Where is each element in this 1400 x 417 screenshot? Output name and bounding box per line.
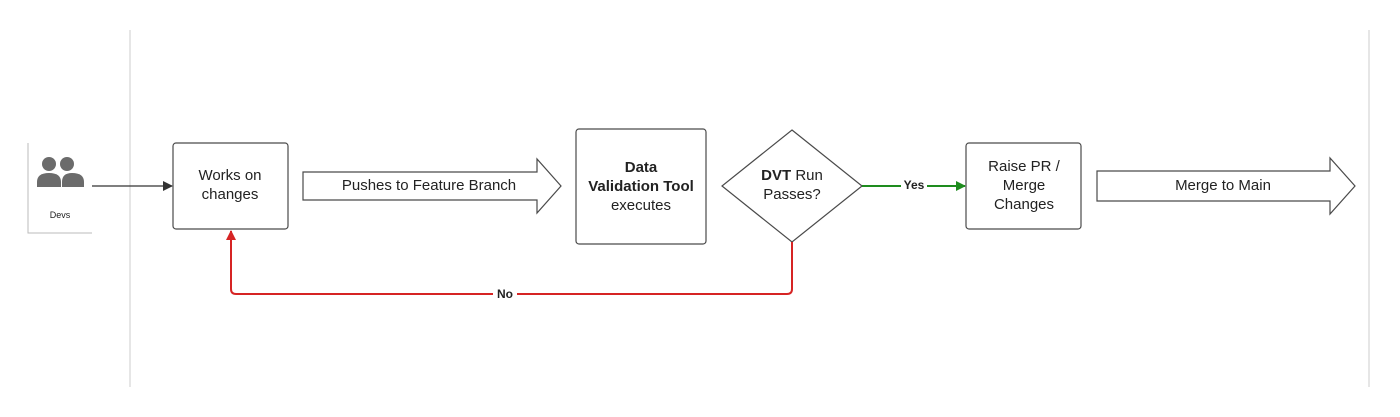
raise-pr-line1: Raise PR / — [988, 158, 1061, 175]
merge-to-main-arrow: Merge to Main — [1096, 156, 1356, 216]
users-icon — [37, 157, 84, 187]
actor-card-border — [27, 143, 92, 234]
push-arrow-label: Pushes to Feature Branch — [342, 177, 516, 194]
node-works-on-changes: Works on changes — [172, 142, 289, 230]
actor-devs: Devs — [27, 143, 92, 234]
edge-no-label: No — [497, 287, 513, 301]
dvt-line1: Data — [625, 159, 658, 176]
node-data-validation-tool: Data Validation Tool executes — [575, 128, 707, 245]
raise-pr-line3: Changes — [994, 196, 1054, 213]
actor-label: Devs — [50, 210, 71, 220]
raise-pr-line2: Merge — [1003, 177, 1046, 194]
dvt-line2: Validation Tool — [588, 178, 694, 195]
dvt-line3: executes — [611, 197, 671, 214]
decision-line1-rest: Run — [791, 167, 823, 184]
edge-no: No — [226, 230, 793, 301]
edge-yes: Yes — [862, 178, 966, 192]
works-line1: Works on — [198, 167, 261, 184]
decision-line1-bold: DVT — [761, 167, 791, 184]
decision-line1: DVT Run — [761, 167, 823, 184]
push-to-feature-branch-arrow: Pushes to Feature Branch — [302, 157, 562, 215]
works-line2: changes — [202, 186, 259, 203]
merge-arrow-label: Merge to Main — [1175, 177, 1271, 194]
node-dvt-decision: DVT Run Passes? — [721, 129, 863, 243]
edge-yes-label: Yes — [904, 178, 925, 192]
decision-line2: Passes? — [763, 186, 821, 203]
node-raise-pr: Raise PR / Merge Changes — [965, 142, 1082, 230]
